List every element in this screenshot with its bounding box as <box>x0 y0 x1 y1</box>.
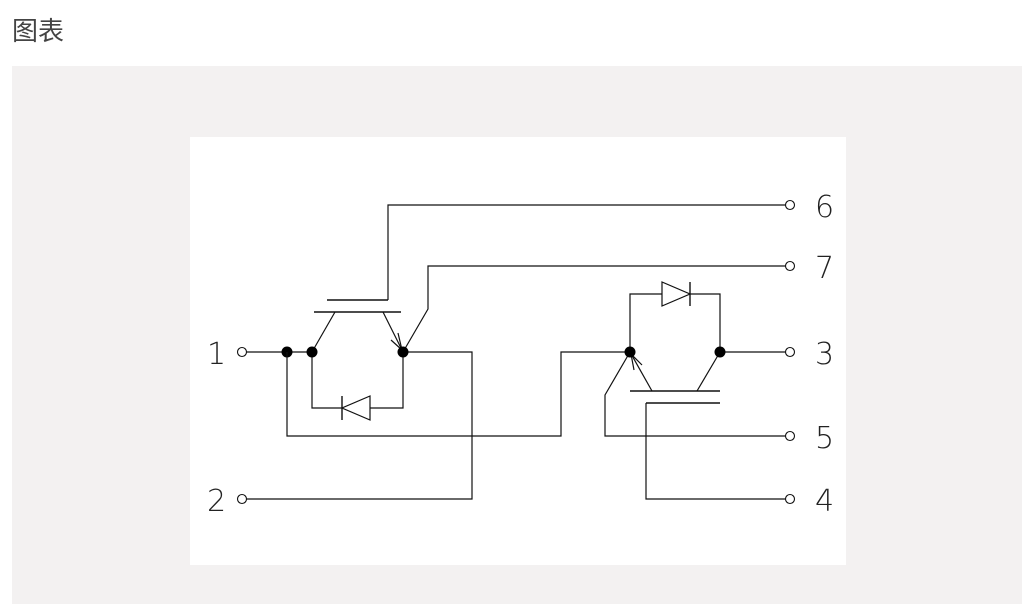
terminal-2: 2 <box>207 484 248 519</box>
terminal-label: 4 <box>815 484 834 519</box>
wire-aux-emitter-to-t7 <box>402 265 786 353</box>
circuit-diagram-card: 1 2 3 4 5 6 7 <box>190 137 846 565</box>
left-emitter-leg <box>382 311 404 353</box>
terminal-3: 3 <box>784 337 834 372</box>
terminal-circle <box>784 199 796 211</box>
terminal-label: 5 <box>815 421 834 456</box>
terminal-6: 6 <box>784 190 834 225</box>
terminal-circle <box>784 260 796 272</box>
terminal-label: 3 <box>815 337 834 372</box>
left-diode-wire-a <box>311 352 342 409</box>
terminal-circle <box>784 346 796 358</box>
wire-emitter-to-t2 <box>243 351 473 500</box>
right-igbt-module <box>604 281 786 500</box>
junction-dot <box>397 346 409 358</box>
terminal-label: 6 <box>815 190 834 225</box>
page-title: 图表 <box>12 17 65 47</box>
terminal-circle <box>784 493 796 505</box>
terminal-label: 2 <box>207 484 226 519</box>
right-diode-wire-b <box>690 293 721 352</box>
left-igbt-module <box>243 204 786 500</box>
right-diode-triangle <box>661 281 692 307</box>
left-diode-wire-b <box>370 352 404 409</box>
right-collector-leg <box>696 351 721 392</box>
junction-dot <box>306 346 318 358</box>
circuit-diagram: 1 2 3 4 5 6 7 <box>207 190 834 519</box>
diagram-panel: 1 2 3 4 5 6 7 <box>12 66 1022 604</box>
wire-gate-to-t4 <box>645 403 786 500</box>
terminal-4: 4 <box>784 484 834 519</box>
terminal-7: 7 <box>784 251 834 286</box>
left-diode-triangle <box>340 395 371 421</box>
right-diode-wire-a <box>629 293 662 352</box>
terminal-1: 1 <box>207 337 248 372</box>
right-emitter-leg <box>629 351 653 392</box>
wire-aux-emitter-to-t5 <box>604 351 786 437</box>
junction-dot <box>624 346 636 358</box>
left-collector-leg <box>311 311 336 353</box>
terminal-circle <box>236 493 248 505</box>
terminal-circle <box>236 346 248 358</box>
terminal-label: 7 <box>815 251 834 286</box>
wire-t1-to-right-collector <box>286 351 630 437</box>
junction-dot <box>714 346 726 358</box>
wire-gate-to-t6 <box>387 204 786 300</box>
terminal-circle <box>784 430 796 442</box>
terminal-label: 1 <box>207 337 226 372</box>
terminal-5: 5 <box>784 421 834 456</box>
